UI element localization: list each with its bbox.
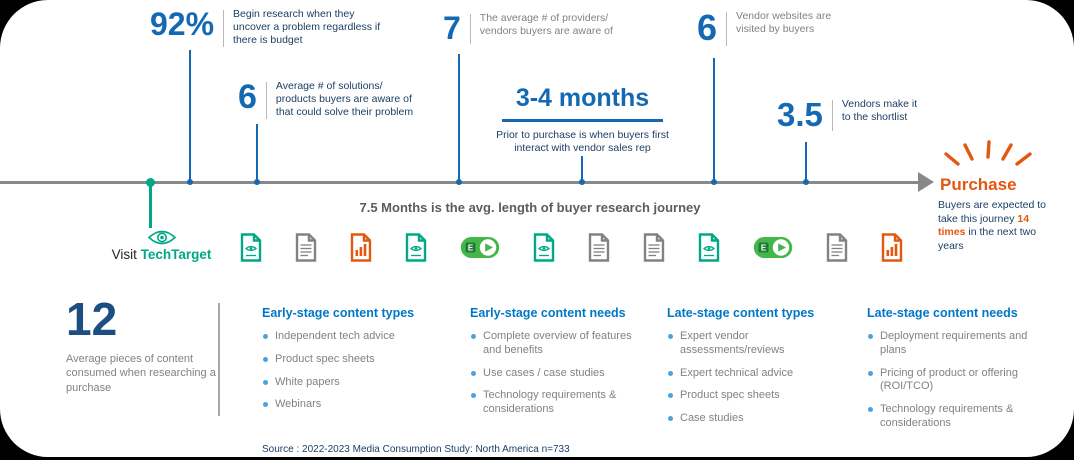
column-title: Early-stage content needs xyxy=(470,306,626,320)
stat-desc: Begin research when they uncover a probl… xyxy=(233,8,381,47)
stat-value: 7 xyxy=(443,10,461,46)
column-early-needs: Early-stage content needs Complete overv… xyxy=(470,306,648,426)
logo-brand: TechTarget xyxy=(140,247,212,262)
stat-92-percent: 92% Begin research when they uncover a p… xyxy=(150,6,391,48)
avg-journey-label: 7.5 Months is the avg. length of buyer r… xyxy=(359,200,701,215)
timeline-marker-dot xyxy=(456,179,462,185)
purchase-desc-text: Buyers are expected to take this journey xyxy=(938,199,1046,225)
eye-icon xyxy=(147,230,176,245)
video-play-icon: E xyxy=(460,234,500,261)
divider xyxy=(223,10,225,48)
list-item: Expert technical advice xyxy=(667,367,852,381)
connector-7 xyxy=(458,54,460,181)
column-late-types: Late-stage content types Expert vendor a… xyxy=(667,306,852,435)
stat-value: 3.5 xyxy=(777,96,823,133)
list-item: Complete overview of features and benefi… xyxy=(470,330,648,358)
stat-desc: Average # of solutions/ products buyers … xyxy=(275,80,414,119)
list-item: Product spec sheets xyxy=(667,389,852,403)
stat-6-solutions: 6 Average # of solutions/ products buyer… xyxy=(238,78,416,120)
list-item: Product spec sheets xyxy=(262,353,452,367)
purchase-block: Purchase Buyers are expected to take thi… xyxy=(938,140,1070,254)
column-early-types: Early-stage content types Independent te… xyxy=(262,306,452,421)
timeline-marker-dot xyxy=(254,179,260,185)
connector-35 xyxy=(805,142,807,181)
timeline-arrowhead-icon xyxy=(918,172,934,192)
stat-6-websites: 6 Vendor websites are visited by buyers xyxy=(697,10,846,46)
timeline-marker-dot xyxy=(187,179,193,185)
stat-desc: The average # of providers/ vendors buye… xyxy=(479,12,613,38)
techtarget-logo: Visit TechTarget xyxy=(84,229,239,262)
connector-92 xyxy=(189,50,191,181)
panel-divider xyxy=(218,303,220,416)
content-count-desc: Average pieces of content consumed when … xyxy=(66,353,216,394)
document-icon xyxy=(533,232,555,262)
connector-6a xyxy=(256,124,258,181)
purchase-desc: Buyers are expected to take this journey… xyxy=(938,199,1056,254)
svg-text:E: E xyxy=(761,243,767,252)
start-marker-dot xyxy=(146,178,155,187)
list-item: Expert vendor assessments/reviews xyxy=(667,330,852,358)
svg-text:E: E xyxy=(468,243,474,252)
purchase-desc-text: in the next two years xyxy=(938,226,1037,252)
stat-35-shortlist: 3.5 Vendors make it to the shortlist xyxy=(777,98,922,131)
column-late-needs: Late-stage content needs Deployment requ… xyxy=(867,306,1037,440)
video-play-icon: E xyxy=(753,234,793,261)
document-icon xyxy=(881,232,903,262)
start-connector xyxy=(149,182,152,228)
document-icon xyxy=(643,232,665,262)
stat-value: 92% xyxy=(150,6,215,42)
list-item: Technology requirements & considerations xyxy=(470,389,648,417)
purchase-burst-icon xyxy=(944,140,1032,166)
column-title: Late-stage content needs xyxy=(867,306,1018,320)
column-list: Deployment requirements and plans Pricin… xyxy=(867,330,1037,431)
logo-visit: Visit xyxy=(111,247,141,262)
timeline-marker-dot xyxy=(803,179,809,185)
list-item: Deployment requirements and plans xyxy=(867,330,1037,358)
stat-desc: Prior to purchase is when buyers first i… xyxy=(496,129,669,155)
stat-value: 6 xyxy=(697,7,718,48)
stat-value: 6 xyxy=(238,78,257,116)
document-icon xyxy=(405,232,427,262)
document-icon xyxy=(295,232,317,262)
column-list: Independent tech advice Product spec she… xyxy=(262,330,452,412)
divider xyxy=(831,100,833,131)
column-title: Early-stage content types xyxy=(262,306,415,320)
list-item: Use cases / case studies xyxy=(470,367,648,381)
source-note: Source : 2022-2023 Media Consumption Stu… xyxy=(262,444,570,455)
stat-desc: Vendor websites are visited by buyers xyxy=(736,10,832,36)
column-title: Late-stage content types xyxy=(667,306,815,320)
stat-value: 3-4 months xyxy=(501,84,664,122)
divider xyxy=(265,82,267,120)
list-item: Independent tech advice xyxy=(262,330,452,344)
timeline-marker-dot xyxy=(579,179,585,185)
list-item: White papers xyxy=(262,376,452,390)
list-item: Case studies xyxy=(667,412,852,426)
list-item: Technology requirements & considerations xyxy=(867,403,1037,431)
divider xyxy=(726,12,728,46)
list-item: Pricing of product or offering (ROI/TCO) xyxy=(867,367,1037,395)
list-item: Webinars xyxy=(262,398,452,412)
document-icon xyxy=(240,232,262,262)
document-icon xyxy=(826,232,848,262)
column-list: Complete overview of features and benefi… xyxy=(470,330,648,417)
document-icon xyxy=(588,232,610,262)
stat-7-providers: 7 The average # of providers/ vendors bu… xyxy=(443,12,635,44)
column-list: Expert vendor assessments/reviews Expert… xyxy=(667,330,852,426)
stat-desc: Vendors make it to the shortlist xyxy=(841,98,918,124)
timeline-marker-dot xyxy=(711,179,717,185)
purchase-desc-highlight: 14 times xyxy=(938,212,1030,239)
stat-3-4-months: 3-4 months Prior to purchase is when buy… xyxy=(490,84,675,155)
logo-text: Visit TechTarget xyxy=(84,247,239,262)
divider xyxy=(469,14,471,44)
connector-months xyxy=(581,156,583,181)
document-icon xyxy=(698,232,720,262)
document-icon xyxy=(350,232,372,262)
content-count: 12 xyxy=(66,293,118,345)
purchase-label: Purchase xyxy=(940,175,1017,194)
connector-6b xyxy=(713,58,715,181)
